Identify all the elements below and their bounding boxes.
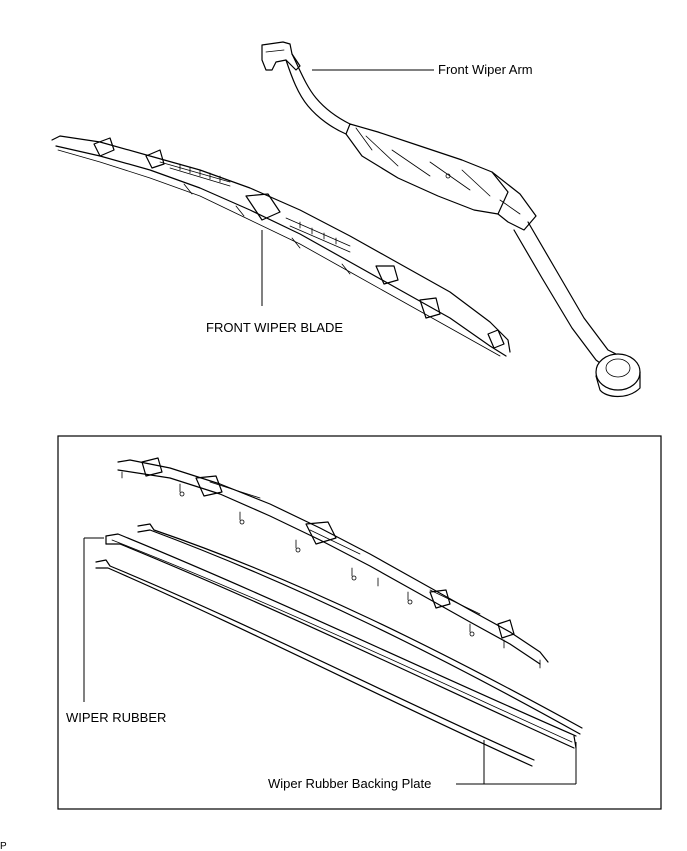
exploded-blade-frame [117,457,549,669]
front-wiper-arm-label: Front Wiper Arm [438,62,533,77]
wiper-rubber [105,533,577,749]
backing-plate-lower [95,559,535,767]
backing-plate-callout: Wiper Rubber Backing Plate [268,740,577,791]
front-wiper-arm [261,41,641,398]
front-wiper-arm-callout: Front Wiper Arm [312,62,533,77]
front-wiper-blade-callout: FRONT WIPER BLADE [206,230,343,335]
detail-frame [57,435,662,810]
wiper-rubber-label: WIPER RUBBER [66,710,166,725]
corner-mark: P [0,841,7,851]
backing-plate-upper [137,523,583,735]
front-wiper-blade-label: FRONT WIPER BLADE [206,320,343,335]
front-wiper-blade [51,135,511,357]
backing-plate-label: Wiper Rubber Backing Plate [268,776,431,791]
wiper-rubber-callout: WIPER RUBBER [66,537,166,725]
